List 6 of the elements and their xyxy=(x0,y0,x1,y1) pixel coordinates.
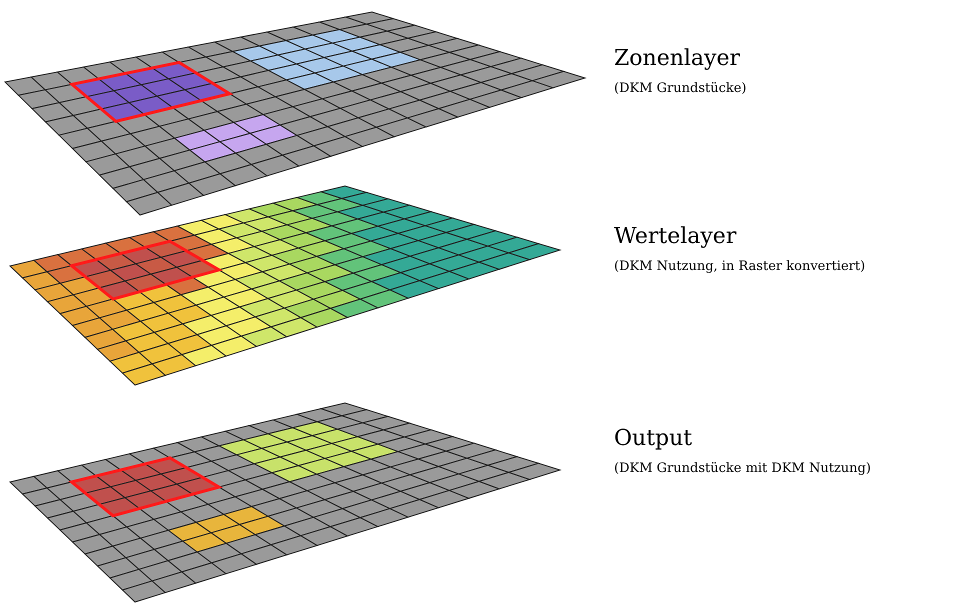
layer-title: Output xyxy=(614,425,692,453)
layer-title: Wertelayer xyxy=(614,223,736,251)
layer-title: Zonenlayer xyxy=(614,45,740,73)
layer-description: (DKM Nutzung, in Raster konvertiert) xyxy=(614,258,866,276)
layer-description: (DKM Grundstücke) xyxy=(614,80,747,98)
layer-description: (DKM Grundstücke mit DKM Nutzung) xyxy=(614,460,871,478)
